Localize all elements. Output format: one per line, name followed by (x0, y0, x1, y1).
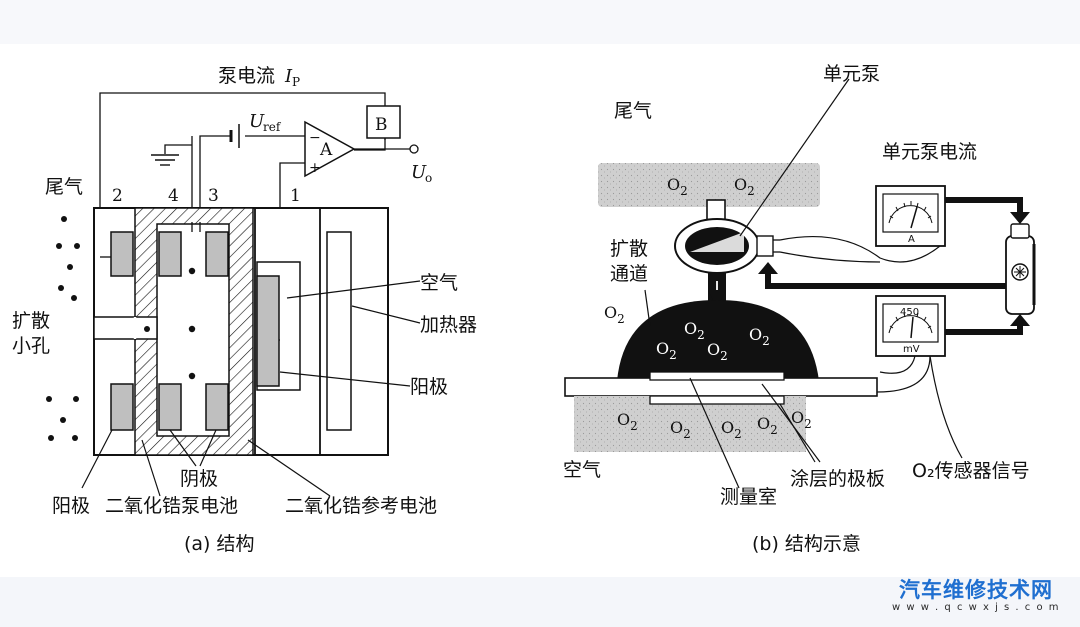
inner-cathode-top-right (205, 231, 229, 277)
panel-b-schematic: O2 O2 O2 O2 O2 O2 (563, 63, 1036, 555)
dome-o2-2: O2 (656, 339, 677, 362)
caption-a: (a) 结构 (184, 533, 255, 555)
bottom-band (0, 577, 1080, 627)
uref-subscript: ref (263, 120, 282, 134)
watermark-url: w w w . q c w x j s . c o m (891, 602, 1060, 613)
anode-label-right: 阳极 (410, 376, 448, 398)
air-o2-2: O2 (670, 418, 691, 441)
panel-a-structure: B A − + 泵电流 I P U (12, 65, 477, 555)
exhaust-o2-1: O2 (667, 175, 688, 198)
ip-subscript: P (292, 75, 300, 89)
diffusion-hole-label-1: 扩散 (12, 310, 50, 332)
air-o2-4: O2 (757, 414, 778, 437)
box-b-label: B (375, 115, 388, 135)
arrow-meter-to-ecu (945, 324, 1023, 335)
sensor-dome (617, 300, 819, 381)
sensor-substrate (564, 377, 878, 397)
upper-coated-plate (649, 371, 785, 381)
diffusion-channel-label-1: 扩散 (610, 238, 648, 260)
air-label-b: 空气 (563, 459, 601, 481)
watermark-title: 汽车维修技术网 (899, 578, 1053, 602)
diffusion-channel-label-2: 通道 (610, 263, 648, 285)
sensor-wire-2 (876, 355, 931, 393)
op-amp-a (304, 120, 356, 178)
uref-symbol: U (249, 111, 265, 132)
uo-symbol: U (411, 162, 427, 183)
unit-pump-label: 单元泵 (823, 63, 880, 85)
electrode-number-2: 2 (112, 186, 123, 206)
electrode-number-4: 4 (168, 186, 179, 206)
zro2-reference-cell-label: 二氧化锆参考电池 (285, 495, 437, 517)
pump-current-label: 泵电流 (218, 65, 275, 87)
o2-sensor-signal-label: O₂传感器信号 (912, 460, 1030, 482)
heater-element (326, 231, 352, 431)
reference-anode (256, 275, 280, 387)
dome-o2-3: O2 (707, 340, 728, 363)
exhaust-gas-dots (46, 216, 80, 441)
top-band (0, 0, 1080, 44)
inner-cathode-bottom-left (158, 383, 182, 431)
ip-symbol: I (284, 66, 293, 87)
bottom-meter-value: 450 (900, 307, 919, 318)
heater-label: 加热器 (420, 314, 477, 336)
inner-cathode-bottom-right (205, 383, 229, 431)
electrode-number-1: 1 (290, 186, 301, 206)
anode-label-left: 阳极 (52, 495, 90, 517)
air-region (574, 396, 806, 452)
zro2-pump-cell-label: 二氧化锆泵电池 (105, 495, 238, 517)
arrow-ecu-to-pump (765, 272, 1006, 289)
lower-coated-plate (649, 395, 785, 405)
dome-o2-1: O2 (684, 319, 705, 342)
exhaust-label-b: 尾气 (614, 100, 652, 122)
exhaust-label: 尾气 (45, 176, 83, 198)
bottom-meter-unit: mV (903, 344, 920, 355)
exhaust-o2-2: O2 (734, 175, 755, 198)
caption-b: (b) 结构示意 (752, 533, 861, 555)
unit-pump-current-label: 单元泵电流 (882, 141, 977, 163)
pump-wire-2 (779, 251, 881, 263)
diffusion-hole (93, 316, 158, 340)
electrode-number-3: 3 (208, 186, 219, 206)
exhaust-gas-band (598, 163, 820, 207)
measuring-chamber-label: 测量室 (720, 486, 777, 508)
op-amp-plus: + (309, 160, 321, 176)
watermark: 汽车维修技术网 w w w . q c w x j s . c o m (878, 578, 1074, 614)
inner-cathode-top-left (158, 231, 182, 277)
outer-anode-top (110, 231, 134, 277)
arrow-to-ecu-top (945, 197, 1023, 212)
pump-wire-1 (779, 235, 941, 263)
output-terminal (409, 144, 419, 154)
uo-subscript: o (425, 171, 432, 185)
cathode-label: 阴极 (180, 468, 218, 490)
dome-o2-4: O2 (749, 325, 770, 348)
diffusion-hole-label-2: 小孔 (12, 335, 50, 357)
air-o2-3: O2 (721, 418, 742, 441)
outer-o2: O2 (604, 303, 625, 326)
air-o2-1: O2 (617, 410, 638, 433)
sensor-wire-1 (879, 355, 916, 374)
air-label: 空气 (420, 272, 458, 294)
op-amp-label: A (319, 140, 333, 160)
box-b (366, 105, 401, 139)
coated-plate-label: 涂层的极板 (790, 468, 885, 490)
op-amp-minus: − (309, 130, 321, 146)
top-meter-unit: A (908, 234, 915, 245)
air-o2-5: O2 (791, 408, 812, 431)
outer-anode-bottom (110, 383, 134, 431)
